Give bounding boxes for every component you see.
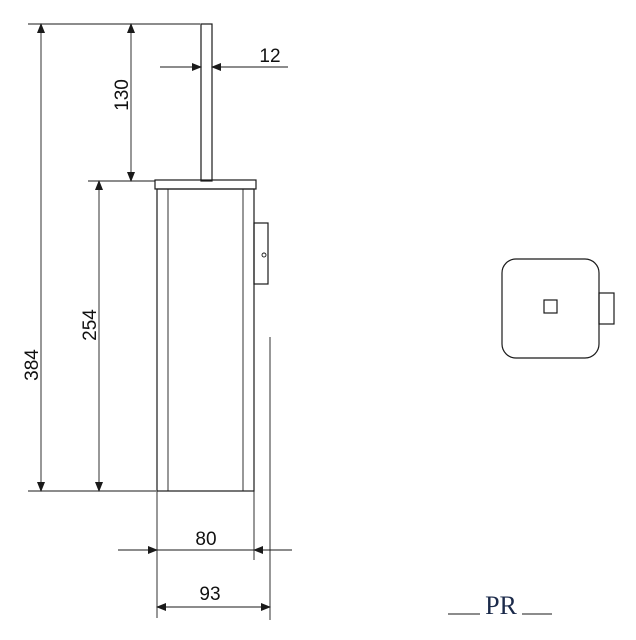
- dimension-total-width: 93: [156, 560, 271, 618]
- body-width-label: 80: [195, 529, 216, 550]
- handle-height-label: 130: [112, 79, 133, 111]
- side-view: [154, 23, 271, 620]
- top-view-handle-square: [543, 299, 558, 314]
- top-view: [501, 258, 615, 359]
- dimension-total-height: 384: [22, 23, 200, 492]
- body-height-label: 254: [80, 309, 101, 341]
- holder-body: [156, 188, 255, 492]
- wall-bracket: [253, 222, 269, 285]
- total-width-label: 93: [199, 584, 220, 605]
- top-view-body: [501, 258, 600, 359]
- dimension-body-height: 254: [80, 180, 155, 492]
- logo-text: PR: [485, 591, 517, 620]
- bracket-screw-icon: [261, 252, 267, 258]
- brush-handle: [200, 23, 213, 182]
- dimension-body-width: 80: [118, 491, 292, 560]
- dimension-handle-height: 130: [112, 23, 155, 182]
- handle-diameter-label: 12: [259, 46, 280, 67]
- total-height-label: 384: [22, 349, 43, 381]
- top-view-bracket: [598, 292, 615, 325]
- dimension-handle-diameter: 12: [160, 46, 288, 71]
- brand-logo: PR: [448, 591, 552, 620]
